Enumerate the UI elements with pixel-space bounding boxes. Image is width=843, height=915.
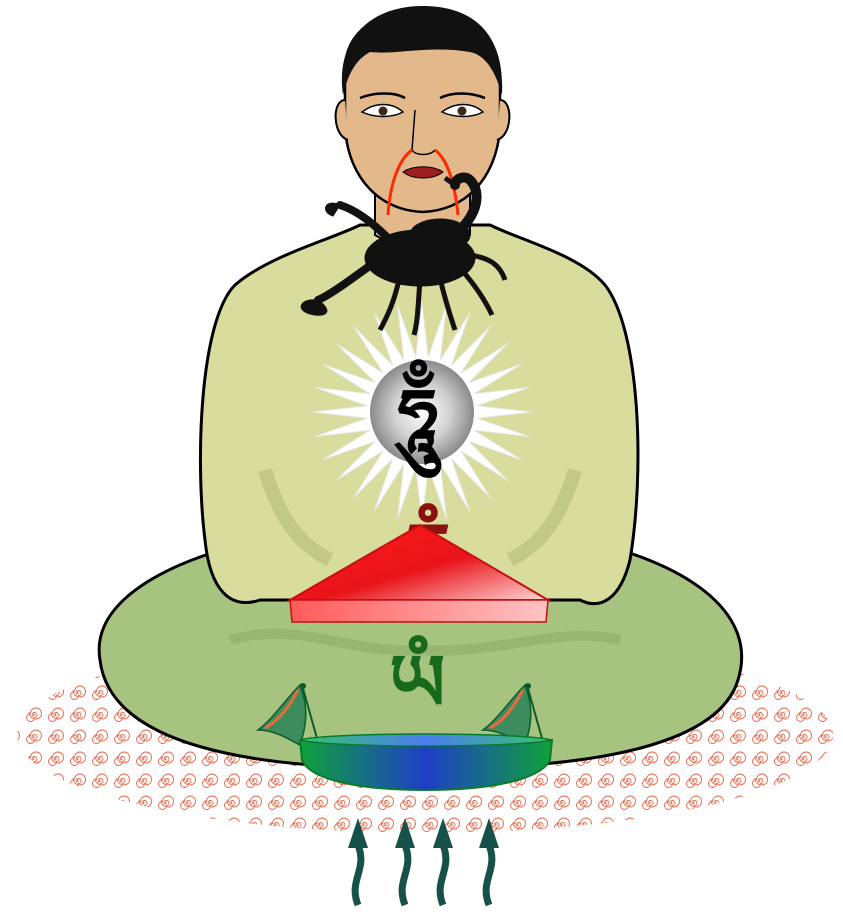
wind-arrow-shaft bbox=[486, 845, 492, 905]
green-bow-disc bbox=[300, 734, 552, 790]
wind-arrow-shaft bbox=[402, 845, 408, 905]
head bbox=[336, 6, 510, 212]
wind-arrow-shaft bbox=[355, 845, 361, 905]
wind-arrow-shaft bbox=[440, 845, 446, 905]
tibetan-syllable-wind: ཡཾ bbox=[389, 635, 446, 729]
